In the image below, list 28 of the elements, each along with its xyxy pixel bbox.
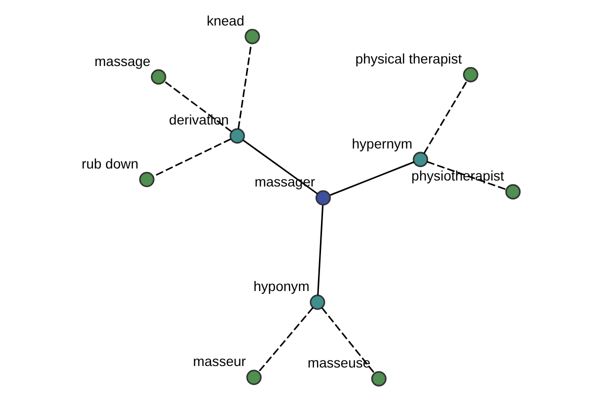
connector — [321, 307, 376, 374]
node-label: hypernym — [352, 136, 412, 152]
node-label: rub down — [82, 156, 138, 172]
node-circle — [316, 190, 331, 206]
node-circle — [230, 128, 245, 144]
node-circle — [505, 184, 521, 200]
node-circle — [244, 28, 260, 44]
connector — [152, 138, 232, 178]
connector — [238, 44, 252, 129]
node-circle — [462, 67, 478, 82]
node-label: massage — [94, 54, 150, 69]
node-circle — [371, 371, 387, 386]
node-circle — [246, 370, 262, 386]
connector — [330, 161, 414, 196]
node-label: knead — [206, 13, 244, 28]
node-label: masseuse — [308, 356, 370, 371]
node-circle — [310, 294, 326, 310]
connector — [423, 80, 468, 154]
connector — [164, 80, 232, 132]
node-label: derivation — [169, 112, 229, 128]
node-label: masseur — [193, 354, 246, 370]
node-circle — [150, 69, 166, 85]
node-circle — [139, 172, 154, 188]
node-label: physical therapist — [355, 51, 462, 66]
node-label: hyponym — [254, 279, 310, 294]
connector — [258, 307, 314, 373]
connector — [317, 205, 324, 296]
node-circle — [412, 152, 428, 168]
